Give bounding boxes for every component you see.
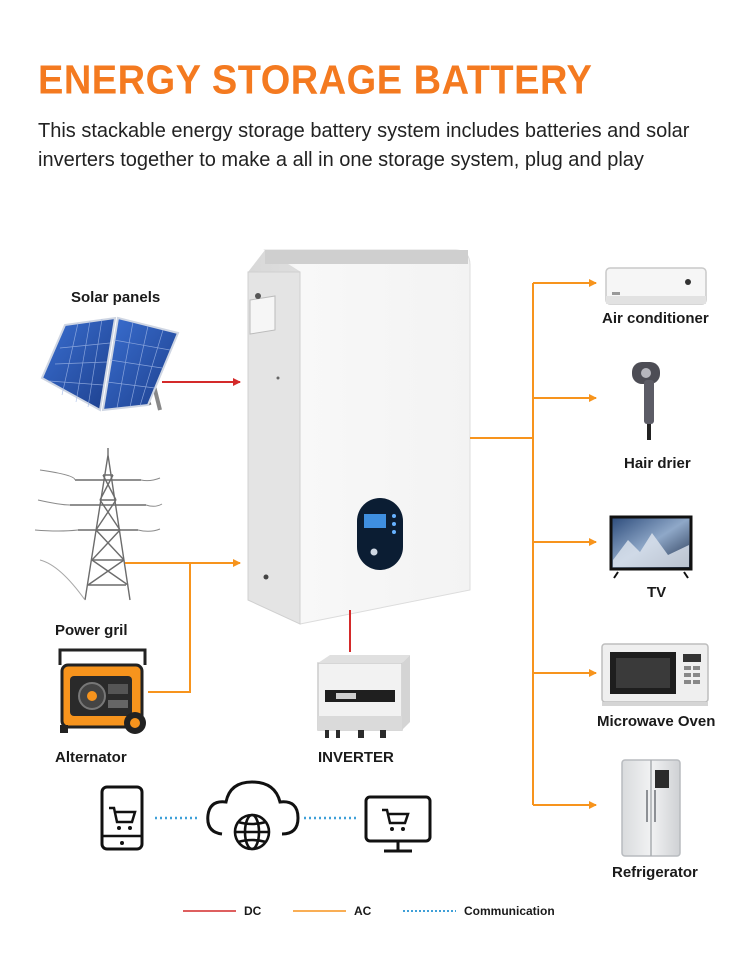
battery-display-panel [357,498,403,570]
inverter-image [317,655,410,738]
computer-monitor-icon [364,795,432,853]
air-conditioner-image [605,267,707,305]
ac-line-loads [470,279,597,809]
tablet-icon [100,785,144,851]
label-refrigerator: Refrigerator [612,864,698,881]
hair-drier-image [632,362,660,440]
battery-unit [247,249,471,625]
label-inverter: INVERTER [318,749,394,766]
tv-image [609,515,693,579]
globe-icon [233,813,271,851]
alternator-image [58,648,147,734]
label-air-conditioner: Air conditioner [602,310,709,327]
legend-communication-label: Communication [464,904,555,918]
label-tv: TV [647,584,667,601]
page-title: ENERGY STORAGE BATTERY [38,58,593,104]
microwave-oven-image [601,643,709,706]
legend-ac-label: AC [354,904,372,918]
refrigerator-image [621,759,681,857]
label-power-grid: Power gril [55,622,128,639]
legend-dc-label: DC [244,904,262,918]
label-solar-panels: Solar panels [71,289,161,306]
power-tower-image [34,448,163,601]
label-microwave-oven: Microwave Oven [597,713,716,730]
solar-panel-image [40,316,180,412]
ac-line-grid-alternator [125,559,241,693]
label-hair-drier: Hair drier [624,455,691,472]
page-subtitle: This stackable energy storage battery sy… [38,120,690,171]
cloud-icon [206,780,300,836]
label-alternator: Alternator [55,749,127,766]
